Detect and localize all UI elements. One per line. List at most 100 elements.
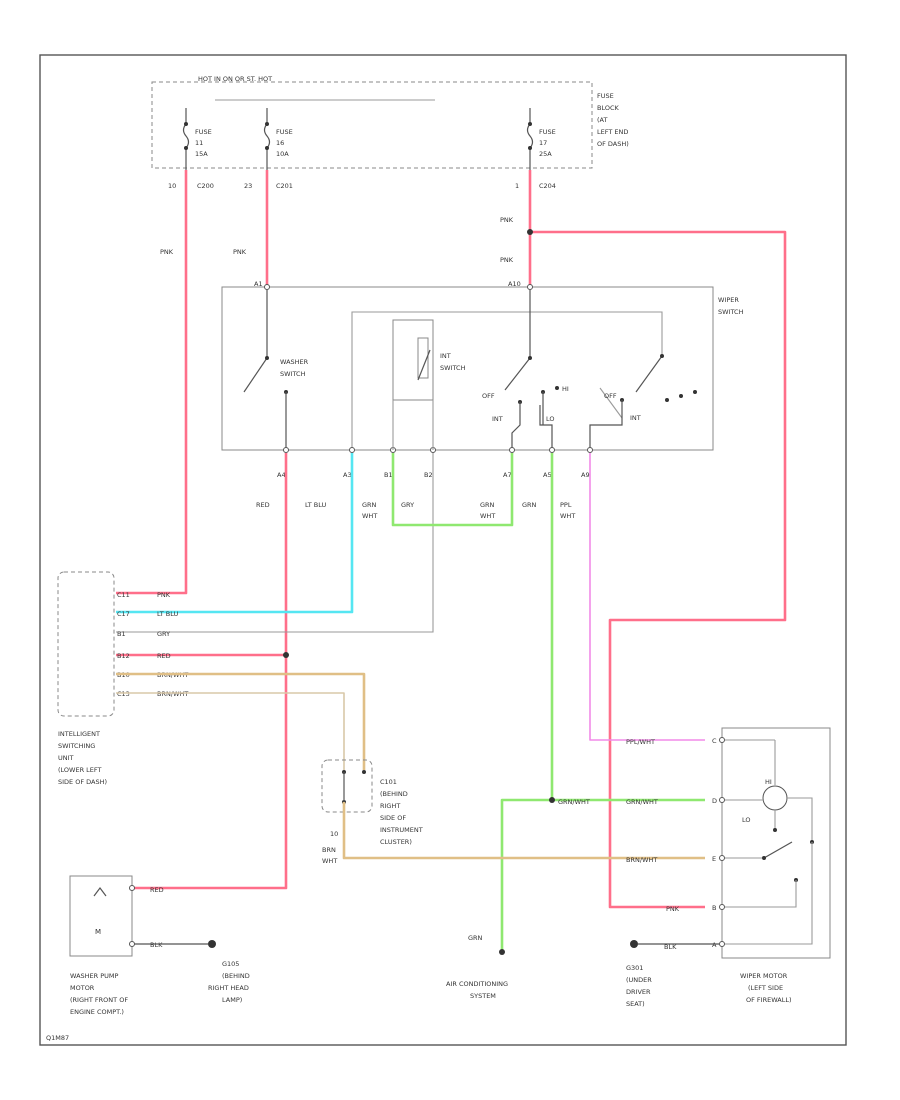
pink-feeds: PNK PNK PNK PNK	[116, 170, 787, 909]
pin-label-a9: A9	[581, 471, 590, 479]
pump-wire-red: RED	[150, 886, 164, 894]
washer-pump: M RED BLK G105 (BEHIND RIGHT HEAD LAMP) …	[69, 875, 250, 1016]
term-a1: A1	[254, 280, 263, 288]
splice-pnk	[527, 229, 533, 235]
g301-label-3: DRIVER	[626, 988, 651, 996]
motor-pin-c: C	[712, 737, 717, 745]
isu-pin-b1: B1	[117, 630, 126, 638]
pump-wire-blk: BLK	[150, 941, 163, 949]
wire-pnk-isu-c11	[116, 170, 188, 595]
isu-pin-b12: B12	[117, 652, 130, 660]
g105-label-1: G105	[222, 960, 239, 968]
wiper-switch-title-1: WIPER	[718, 296, 739, 304]
wire-brnwht-c13	[116, 692, 345, 770]
term-a10: A10	[508, 280, 521, 288]
sw-wire-label-red: RED	[256, 501, 270, 509]
motor-lo-label: LO	[742, 816, 751, 824]
int-label-1: INT	[492, 415, 503, 423]
g105-label-3: RIGHT HEAD	[208, 984, 249, 992]
lo-label: LO	[546, 415, 555, 423]
pump-label-4: ENGINE COMPT.)	[70, 1008, 124, 1016]
selector2-to-a9	[589, 400, 623, 450]
fuse-11-term-bottom	[184, 146, 188, 150]
motor-int-b	[725, 880, 797, 908]
c101-label-2: (BEHIND	[380, 790, 408, 798]
g105-label-2: (BEHIND	[222, 972, 250, 980]
selector-blade	[504, 357, 531, 391]
pin-label-a7: A7	[503, 471, 512, 479]
c101-label-6: CLUSTER)	[380, 838, 412, 846]
washer-label-2: SWITCH	[280, 370, 306, 378]
fuse-11-label-1: FUSE	[195, 128, 212, 136]
pump-label-1: WASHER PUMP	[70, 972, 119, 980]
ac-label-2: SYSTEM	[470, 992, 496, 1000]
fuse-16: FUSE 16 10A	[263, 108, 293, 170]
sw-wire-label-ltblu: LT BLU	[305, 501, 327, 509]
fuse-block-label-4: LEFT END	[597, 128, 628, 136]
connector-c101: C101 (BEHIND RIGHT SIDE OF INSTRUMENT CL…	[321, 759, 705, 865]
g301-label-2: (UNDER	[626, 976, 652, 984]
motor-pin-d-term	[719, 797, 725, 803]
pump-motor-symbol: M	[95, 928, 101, 936]
motor-pin-b-term	[719, 904, 725, 910]
pin-a3	[349, 447, 355, 453]
sw-wire-label-grn: GRN	[522, 501, 537, 509]
selector-to-a5	[539, 405, 553, 450]
pump-outline	[69, 875, 133, 957]
motor-pin-a: A	[712, 941, 717, 949]
motor-park-dot	[773, 828, 777, 832]
int-switch-resistor	[417, 337, 429, 379]
fuse-17-label-1: FUSE	[539, 128, 556, 136]
pump-arrow	[93, 887, 107, 897]
off-int-link	[599, 387, 623, 419]
wiper-switch-title-2: SWITCH	[718, 308, 744, 316]
pin-a9	[587, 447, 593, 453]
selector2-dot-3	[693, 390, 697, 394]
isu-label-5: SIDE OF DASH)	[58, 778, 107, 786]
isu-wire-gry: GRY	[157, 630, 170, 638]
wiper-switch-outline	[221, 286, 714, 451]
ac-terminal	[499, 949, 505, 955]
isu-wire-brnwht-2: BRN/WHT	[157, 690, 188, 698]
c101-label-3: RIGHT	[380, 802, 400, 810]
sw-wire-label-grnwht-2a: GRN	[480, 501, 495, 509]
ground-g105	[208, 940, 216, 948]
pin-label-a4: A4	[277, 471, 286, 479]
sw-wire-label-grnwht-1b: WHT	[362, 512, 377, 520]
washer-blade	[243, 357, 268, 393]
isu-label-4: (LOWER LEFT	[58, 766, 102, 774]
park-switch-pivot	[762, 856, 766, 860]
motor-wire-grnwht: GRN/WHT	[626, 798, 658, 806]
isu-wire-pnk: PNK	[157, 591, 171, 599]
conn-c200-name: C200	[197, 182, 214, 190]
selector-to-a7	[511, 402, 521, 450]
fuse-block: HOT IN ON OR ST. HOT FUSE BLOCK (AT LEFT…	[151, 75, 629, 190]
switch-wires	[116, 453, 705, 950]
pump-label-3: (RIGHT FRONT OF	[70, 996, 128, 1004]
selector-contact-x	[555, 386, 559, 390]
fuse-17: FUSE 17 25A	[526, 108, 556, 170]
fuse-11-label-2: 11	[195, 139, 203, 147]
selector-pivot	[528, 356, 532, 360]
motor-wire-blk: BLK	[664, 943, 677, 951]
pin-label-b1: B1	[384, 471, 393, 479]
term-a1-pin	[264, 284, 270, 290]
motor-pin-e: E	[712, 855, 716, 863]
intelligent-switching-unit: C11 C17 B1 B12 B10 C13 PNK LT BLU GRY RE…	[57, 571, 366, 786]
pump-pin-red	[129, 885, 135, 891]
motor-hi-label: HI	[765, 778, 772, 786]
pin-label-b2: B2	[424, 471, 433, 479]
wire-brnwht-b10	[116, 672, 366, 770]
isu-label-1: INTELLIGENT	[58, 730, 100, 738]
conn-c201-name: C201	[276, 182, 293, 190]
isu-pin-c17: C17	[117, 610, 130, 618]
wiper-motor: PPL/WHT GRN/WHT BRN/WHT PNK BLK GRN/WHT …	[558, 727, 831, 1008]
ground-g301	[630, 940, 638, 948]
c101-wire-label-1: BRN	[322, 846, 336, 854]
wire-label-pnk-3: PNK	[500, 216, 514, 224]
motor-wire-brnwht: BRN/WHT	[626, 856, 657, 864]
wiper-switch: WIPER SWITCH A1 A10 WASHER SWITCH INT SW…	[221, 280, 744, 520]
motor-pin-e-term	[719, 855, 725, 861]
wire-gry	[116, 453, 434, 633]
